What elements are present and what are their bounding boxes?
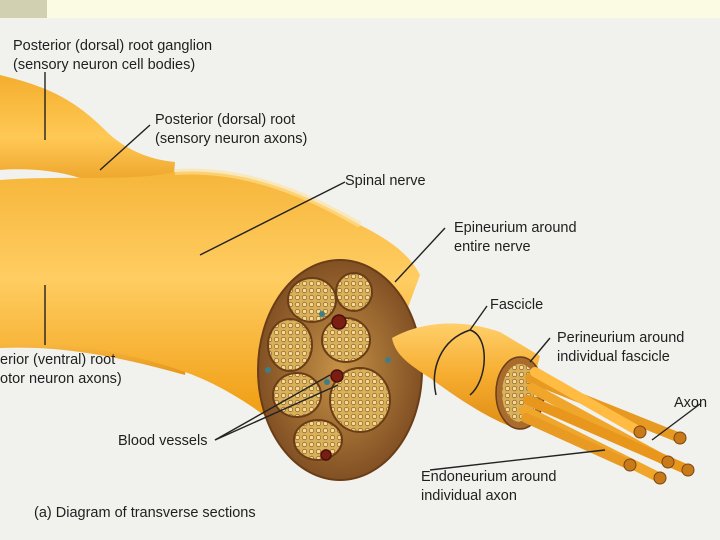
blood-vessel-dots <box>265 311 391 461</box>
label-dorsal-root-ganglion: Posterior (dorsal) root ganglion (sensor… <box>13 38 213 73</box>
fascicle-bundles <box>267 272 391 461</box>
fascicle-bracket <box>433 329 485 396</box>
nerve-diagram: Posterior (dorsal) root ganglion (sensor… <box>0 18 720 540</box>
label-blood-vessels: Blood vessels <box>118 433 208 449</box>
nerve-illustration <box>0 72 701 485</box>
label-fascicle: Fascicle <box>490 297 544 313</box>
label-endoneurium: Endoneurium around individual axon <box>421 469 557 504</box>
label-dorsal-root: Posterior (dorsal) root (sensory neuron … <box>155 112 308 147</box>
label-axon: Axon <box>674 395 708 411</box>
slide-header-bar <box>0 0 720 18</box>
nerve-cross-section <box>257 259 423 481</box>
dorsal-root-ganglion <box>0 75 175 200</box>
label-spinal-nerve: Spinal nerve <box>345 173 426 189</box>
label-perineurium: Perineurium around individual fascicle <box>557 330 685 365</box>
figure-caption: (a) Diagram of transverse sections <box>34 505 256 521</box>
axon-strands <box>519 367 695 485</box>
label-epineurium: Epineurium around entire nerve <box>454 220 577 255</box>
leader-lines <box>44 72 701 471</box>
label-ventral-root: erior (ventral) root otor neuron axons) <box>0 352 122 387</box>
header-color-swatch <box>0 0 47 18</box>
